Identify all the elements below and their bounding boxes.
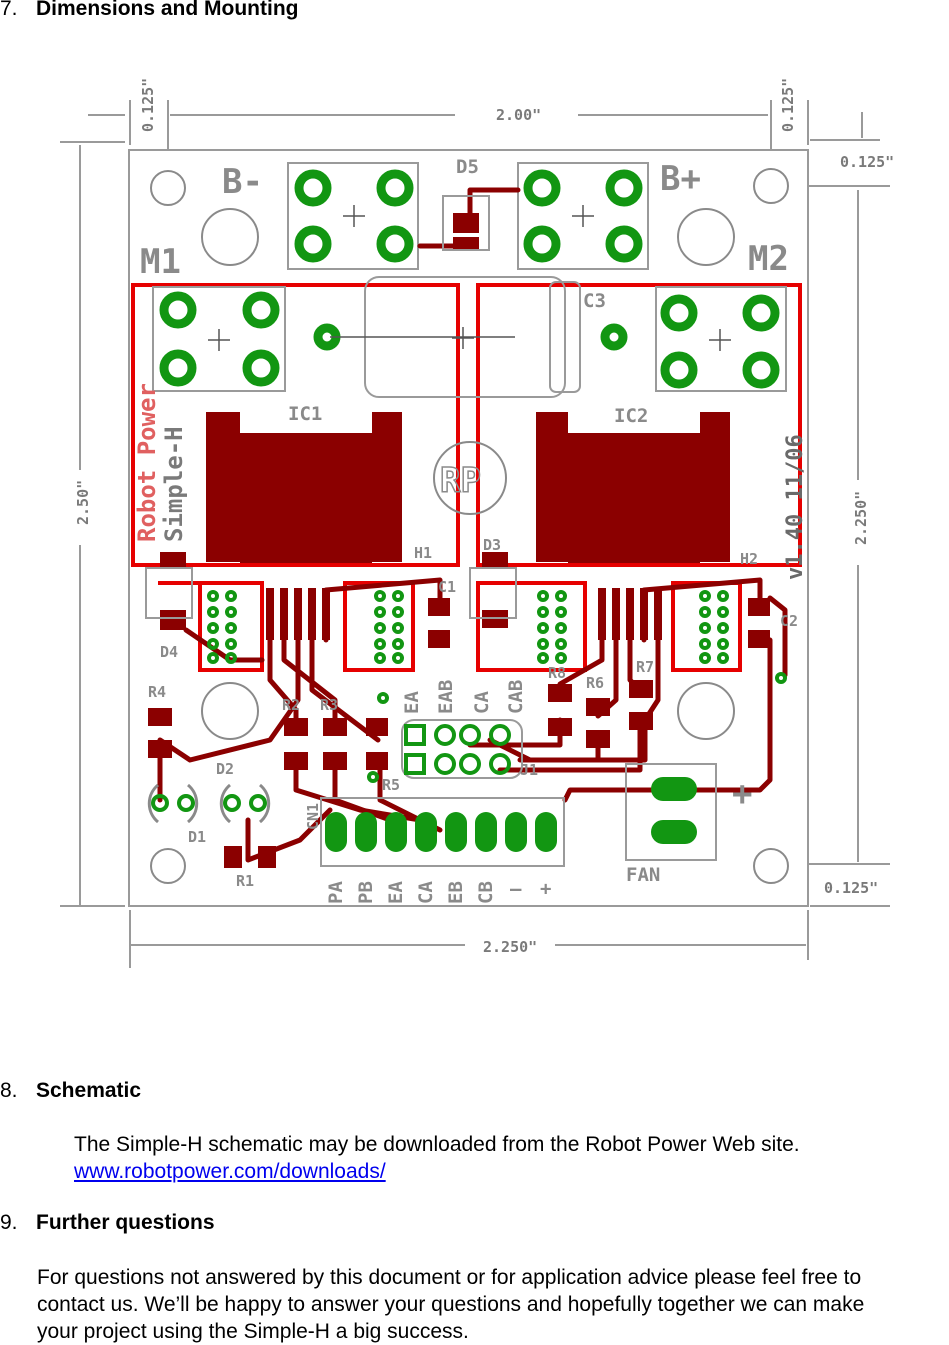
label-fan-plus: +: [732, 774, 752, 814]
label-d3: D3: [483, 536, 501, 554]
label-r3: R3: [320, 696, 338, 714]
label-b-minus: B-: [222, 162, 263, 202]
pin-label: –: [510, 878, 522, 900]
brand-simple-h: Simple-H: [160, 426, 188, 542]
paragraph-line: For questions not answered by this docum…: [37, 1266, 862, 1289]
label-d4: D4: [160, 643, 178, 661]
schematic-text: The Simple-H schematic may be downloaded…: [74, 1133, 800, 1156]
label-cn1: CN1: [304, 803, 322, 830]
brand-robot-power: Robot Power: [133, 383, 161, 542]
dim-right-top: 0.125": [840, 153, 894, 171]
terminal-block-outlines: [152, 162, 787, 398]
dim-top-left: 0.125": [139, 78, 157, 132]
downloads-link[interactable]: www.robotpower.com/downloads/: [74, 1160, 386, 1183]
label-c1: C1: [438, 578, 456, 596]
dimension-lines: [60, 100, 890, 968]
further-questions-paragraph: For questions not answered by this docum…: [37, 1264, 864, 1345]
mounting-holes: [150, 168, 789, 884]
pin-label: EA: [385, 881, 407, 904]
pin-label: PB: [355, 881, 377, 904]
paragraph-line: contact us. We’ll be happy to answer you…: [37, 1293, 865, 1316]
dim-right-height: 2.250": [852, 491, 870, 545]
label-c3: C3: [583, 290, 606, 312]
pin-label: CA: [415, 881, 437, 904]
terminal-pads: [159, 169, 780, 389]
label-j1: J1: [520, 761, 538, 779]
dim-top-right: 0.125": [779, 78, 797, 132]
label-r2: R2: [282, 696, 300, 714]
label-h1: H1: [414, 544, 432, 562]
label-d5: D5: [456, 156, 479, 178]
pin-label: CB: [475, 881, 497, 904]
version-label: v1.40 11/06: [783, 434, 808, 580]
dim-top-width: 2.00": [496, 106, 541, 124]
header-pins: [325, 777, 697, 852]
pin-label: PA: [325, 881, 347, 904]
label-d1: D1: [188, 828, 206, 846]
section-title: Schematic: [36, 1079, 142, 1102]
label-ca: CA: [471, 691, 493, 714]
label-fan: FAN: [626, 864, 660, 886]
label-m1: M1: [140, 242, 181, 282]
label-c2: C2: [780, 612, 798, 630]
label-r4: R4: [148, 683, 166, 701]
label-cab: CAB: [505, 680, 527, 714]
led-outlines: [147, 441, 507, 824]
section-number: 7.: [0, 0, 18, 20]
label-ic1: IC1: [288, 403, 322, 425]
label-r1: R1: [236, 872, 254, 890]
label-ic2: IC2: [614, 405, 648, 427]
paragraph-line: your project using the Simple-H a big su…: [37, 1320, 469, 1343]
label-h2: H2: [740, 550, 758, 568]
label-d2: D2: [216, 760, 234, 778]
label-ea: EA: [401, 691, 423, 714]
section-8-heading: 8. Schematic: [0, 1079, 141, 1103]
label-r6: R6: [586, 674, 604, 692]
dim-bottom-width: 2.250": [483, 938, 537, 956]
section-9-heading: 9. Further questions: [0, 1211, 215, 1235]
section-7-heading: 7. Dimensions and Mounting: [0, 0, 299, 21]
label-m2: M2: [748, 239, 789, 279]
pin-label: +: [540, 878, 551, 900]
crosshairs: [208, 205, 731, 351]
label-b-plus: B+: [660, 159, 701, 199]
pcb-dimension-drawing: B- B+ M1 M2 D5 C3 IC1 IC2 H1 H2 D3 C1 C2…: [60, 78, 894, 968]
dim-left-height: 2.50": [74, 480, 92, 525]
rp-logo: RP: [440, 461, 481, 501]
connector-outlines: [145, 195, 717, 867]
section-number: 8.: [0, 1079, 18, 1102]
schematic-paragraph: The Simple-H schematic may be downloaded…: [74, 1131, 800, 1185]
section-title: Dimensions and Mounting: [36, 0, 299, 20]
copper-parts: [148, 213, 770, 868]
label-r5: R5: [382, 776, 400, 794]
label-r7: R7: [636, 658, 654, 676]
section-number: 9.: [0, 1211, 18, 1234]
small-pads: [151, 590, 787, 812]
cn1-pin-labels: PA PB EA CA EB CB – +: [325, 878, 551, 904]
section-title: Further questions: [36, 1211, 215, 1234]
dim-right-bottom: 0.125": [824, 879, 878, 897]
label-r8: R8: [548, 664, 566, 682]
label-eab: EAB: [435, 680, 457, 714]
pin-label: EB: [445, 881, 467, 904]
